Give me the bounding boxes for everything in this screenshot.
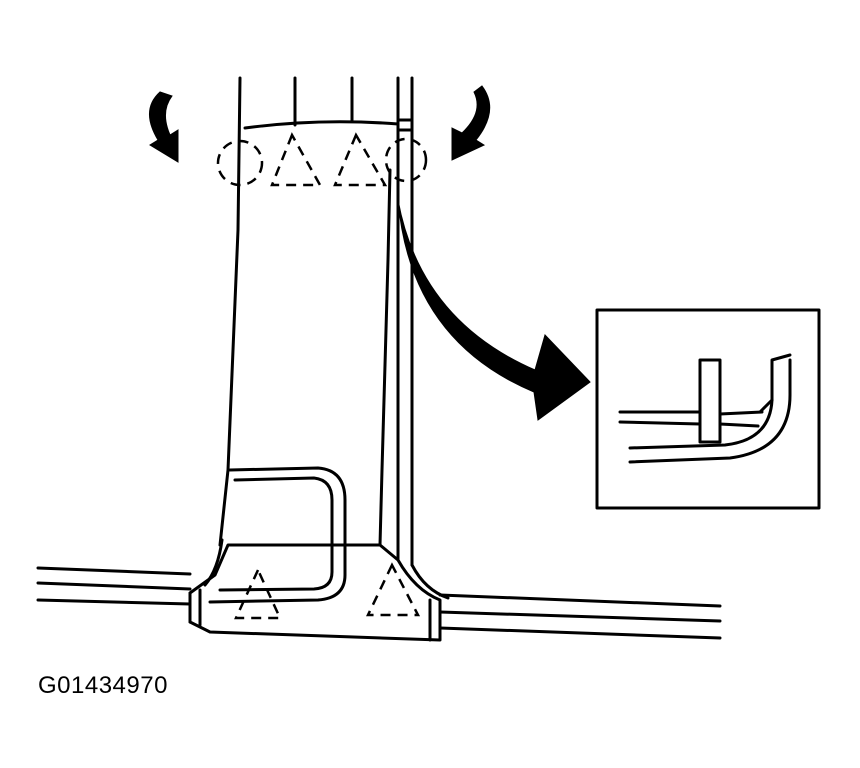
callout-arrow-icon bbox=[397, 199, 591, 421]
sill-rail-left bbox=[36, 566, 192, 606]
pillar-trim-panel bbox=[218, 76, 414, 567]
rotate-arrow-left-icon bbox=[149, 91, 179, 163]
sill-rail-right bbox=[438, 593, 722, 640]
detail-inset bbox=[595, 308, 821, 510]
figure-id-label: G01434970 bbox=[38, 672, 168, 699]
rotate-arrow-right-icon bbox=[451, 85, 491, 161]
pillar-base bbox=[188, 538, 450, 642]
upper-clip-locations bbox=[216, 132, 428, 187]
lower-clip-locations bbox=[234, 562, 421, 620]
window-cutout bbox=[208, 466, 347, 604]
